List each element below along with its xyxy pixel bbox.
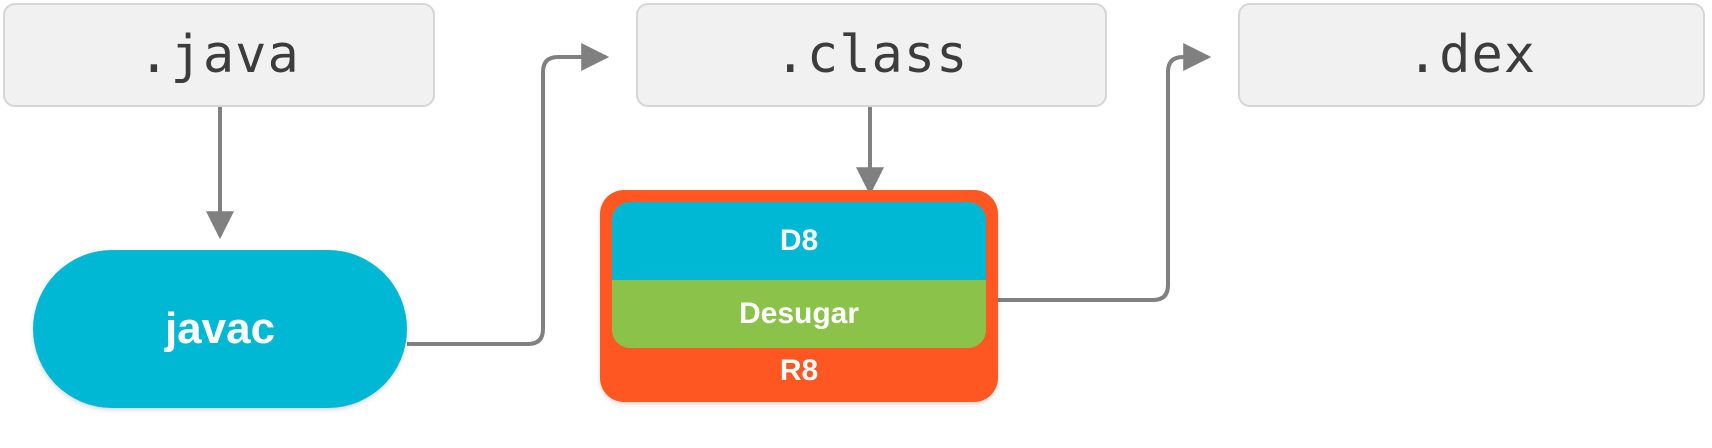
- node-dex-label: .dex: [1406, 25, 1537, 85]
- edge-javac-to-class: [407, 43, 610, 346]
- node-desugar[interactable]: Desugar: [612, 280, 986, 348]
- node-java-label: .java: [138, 25, 300, 85]
- node-desugar-label: Desugar: [738, 297, 860, 330]
- node-javac-label: javac: [164, 304, 276, 353]
- node-java-file[interactable]: .java: [3, 3, 435, 107]
- node-r8-label: R8: [779, 354, 819, 387]
- node-d8-label: D8: [779, 224, 819, 257]
- node-dex-file[interactable]: .dex: [1238, 3, 1705, 107]
- node-class-label: .class: [774, 25, 969, 85]
- node-class-file[interactable]: .class: [636, 3, 1107, 107]
- node-javac[interactable]: javac: [33, 250, 407, 408]
- node-d8[interactable]: D8: [612, 202, 986, 280]
- node-r8-container[interactable]: D8 Desugar R8: [600, 190, 998, 402]
